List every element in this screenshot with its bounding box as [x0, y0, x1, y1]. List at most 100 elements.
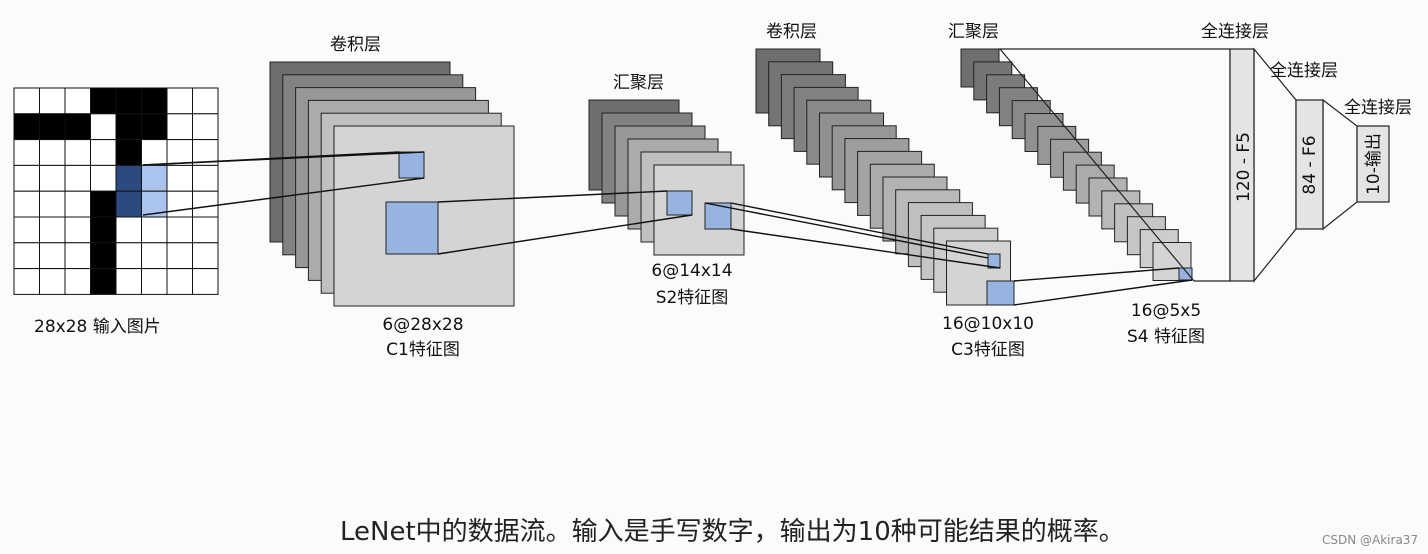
conv2-output-patch: [987, 253, 1001, 269]
conv2-pool-window: [986, 280, 1015, 306]
grid-cell: [192, 190, 219, 218]
connection-line: [437, 214, 693, 255]
fc1-connection-lines: [998, 48, 1231, 282]
conv1-feature-stack: [269, 61, 515, 307]
fc2-box-label: 84 - F6: [1300, 135, 1320, 194]
grid-cell: [13, 268, 40, 295]
grid-cell: [192, 164, 219, 192]
fully-connected-layers: 120 - F5 84 - F6 10-输出: [998, 47, 1390, 283]
grid-cell: [64, 268, 91, 295]
connection-line: [1013, 267, 1180, 282]
grid-cell: [166, 190, 193, 218]
conv2-top-label: 卷积层: [766, 22, 817, 42]
grid-cell: [13, 87, 40, 115]
grid-cell: [39, 139, 66, 166]
fc1-fc2-connection: [1253, 47, 1297, 283]
grid-cell: [115, 139, 142, 166]
grid-cell: [141, 216, 168, 244]
grid-cell: [13, 164, 40, 192]
grid-cell: [141, 113, 168, 141]
grid-cell: [39, 164, 66, 192]
fc1-top-label: 全连接层: [1201, 22, 1269, 42]
grid-cell: [39, 216, 66, 244]
grid-cell: [39, 190, 66, 218]
grid-cell: [141, 139, 168, 166]
grid-cell: [141, 268, 168, 295]
grid-cell: [64, 190, 91, 218]
connection-line: [704, 202, 989, 259]
conv1-dim-label: 6@28x28: [382, 315, 463, 335]
connection-line: [142, 151, 425, 166]
grid-cell: [39, 242, 66, 270]
grid-cell: [192, 242, 219, 270]
grid-cell: [90, 139, 117, 166]
grid-cell: [90, 190, 117, 218]
fc3-box: [1356, 125, 1390, 203]
grid-cell: [166, 164, 193, 192]
fc2-box: [1295, 99, 1324, 230]
grid-cell: [115, 268, 142, 295]
grid-cell: [166, 268, 193, 295]
input-label: 28x28 输入图片: [34, 317, 161, 337]
watermark: CSDN @Akira37: [1322, 533, 1418, 547]
input-image-grid: [13, 87, 219, 295]
grid-cell: [39, 113, 66, 141]
grid-cell: [90, 268, 117, 295]
grid-cell: [141, 164, 168, 192]
conv2-feature-stack: [755, 48, 1015, 306]
fc2-fc3-connection: [1322, 98, 1358, 231]
conv2-name-label: C3特征图: [951, 340, 1025, 360]
grid-cell: [90, 164, 117, 192]
pool2-name-label: S4 特征图: [1127, 327, 1205, 347]
connection-line: [437, 190, 668, 203]
grid-cell: [13, 139, 40, 166]
grid-cell: [90, 113, 117, 141]
grid-cell: [115, 216, 142, 244]
grid-cell: [64, 216, 91, 244]
conv1-name-label: C1特征图: [386, 340, 460, 360]
grid-cell: [115, 190, 142, 218]
conv2-dim-label: 16@10x10: [942, 314, 1034, 334]
grid-cell: [192, 268, 219, 295]
grid-cell: [13, 242, 40, 270]
grid-cell: [90, 87, 117, 115]
connection-line: [1013, 279, 1193, 306]
fc1-box-label: 120 - F5: [1234, 132, 1254, 202]
pool1-top-label: 汇聚层: [613, 73, 664, 93]
pool2-output-patch: [1178, 267, 1193, 281]
grid-cell: [166, 139, 193, 166]
fc2-top-label: 全连接层: [1270, 61, 1338, 81]
grid-cell: [13, 216, 40, 244]
pool1-output-patch: [666, 190, 693, 216]
fc1-box: [1229, 48, 1255, 282]
connection-line: [730, 202, 989, 255]
grid-cell: [192, 216, 219, 244]
grid-cell: [39, 268, 66, 295]
pool1-feature-stack: [588, 99, 745, 256]
pool1-name-label: S2特征图: [656, 288, 729, 308]
pool2-feature-stack: [960, 48, 1193, 281]
grid-cell: [141, 242, 168, 270]
receptive-field-connections: [142, 151, 1193, 306]
grid-cell: [64, 139, 91, 166]
conv1-top-label: 卷积层: [330, 35, 381, 55]
conv1-pool-window: [385, 201, 439, 255]
connection-line: [142, 177, 425, 216]
grid-cell: [115, 164, 142, 192]
pool2-top-label: 汇聚层: [948, 22, 999, 42]
grid-cell: [166, 216, 193, 244]
grid-cell: [192, 113, 219, 141]
pool1-dim-label: 6@14x14: [651, 261, 732, 281]
fc3-box-label: 10-输出: [1364, 133, 1384, 195]
grid-cell: [141, 87, 168, 115]
pool2-dim-label: 16@5x5: [1131, 301, 1201, 321]
grid-cell: [64, 242, 91, 270]
grid-cell: [115, 242, 142, 270]
connection-line: [730, 228, 1001, 269]
grid-cell: [13, 190, 40, 218]
grid-cell: [115, 113, 142, 141]
figure-caption: LeNet中的数据流。输入是手写数字，输出为10种可能结果的概率。: [340, 517, 1125, 547]
grid-cell: [166, 113, 193, 141]
grid-cell: [192, 87, 219, 115]
